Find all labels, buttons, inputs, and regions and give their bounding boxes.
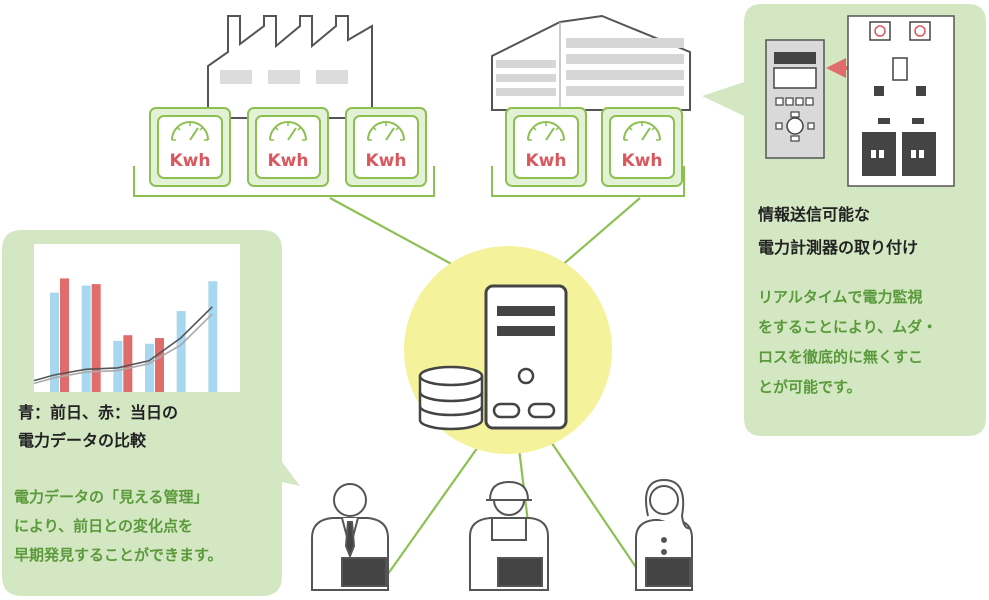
database-icon — [418, 365, 484, 431]
right-callout-desc-1: リアルタイムで電力監視 — [758, 288, 923, 306]
meter-unit-label: Kwh — [268, 151, 309, 171]
chart-bar-s1-2 — [81, 285, 91, 392]
meter-unit-label: Kwh — [170, 151, 211, 171]
meter-1: Kwh — [149, 107, 231, 187]
left-callout-desc-1: 電力データの「見える管理」 — [14, 488, 209, 506]
chart-bar-s1-6 — [208, 281, 218, 392]
chart-bar-s2-4 — [155, 338, 164, 392]
distribution-panel-icon — [847, 15, 955, 187]
right-callout-desc-3: ロスを徹底的に無くすこ — [758, 348, 924, 366]
meter-3: Kwh — [345, 107, 427, 187]
meter-unit-label: Kwh — [366, 151, 407, 171]
chart-bar-s2-3 — [123, 335, 133, 392]
line-server-pc1 — [377, 429, 491, 589]
meter-unit-label: Kwh — [622, 151, 663, 171]
right-callout-title-2: 電力計測器の取り付け — [758, 238, 919, 257]
chart-bar-s1-1 — [50, 292, 59, 392]
right-callout-desc-4: とが可能です。 — [758, 378, 862, 396]
power-meter-device — [765, 39, 825, 159]
left-callout-desc-3: 早期発見することができます。 — [14, 546, 223, 564]
left-callout-title-1: 青：前日、赤：当日の — [18, 403, 179, 422]
meter-unit-label: Kwh — [526, 151, 567, 171]
right-callout-desc-2: をすることにより、ムダ・ — [758, 318, 938, 336]
office-building-icon — [491, 14, 691, 111]
comparison-chart — [33, 278, 218, 392]
chart-bar-s1-3 — [113, 340, 123, 392]
chart-trend-line-2 — [33, 313, 213, 385]
right-callout-title-1: 情報送信可能な — [758, 205, 871, 224]
server-icon — [484, 284, 568, 430]
line-server-pc3 — [542, 429, 651, 589]
chart-bar-s1-5 — [176, 311, 186, 392]
worker-icon — [469, 480, 549, 591]
chart-trend-line-1 — [33, 306, 213, 382]
chart-bar-s1-4 — [145, 343, 154, 392]
businessman-icon — [311, 483, 389, 591]
meter-4: Kwh — [505, 107, 587, 187]
power-meters: Kwh Kwh Kwh Kwh Kwh — [149, 107, 683, 187]
meter-5: Kwh — [601, 107, 683, 187]
chart-bar-s2-1 — [60, 278, 69, 392]
factory-icon — [207, 15, 373, 119]
left-callout-desc-2: により、前日との変化点を — [14, 517, 193, 535]
meter-brackets — [133, 166, 685, 197]
chart-bar-s2-2 — [91, 284, 101, 392]
woman-icon — [635, 478, 693, 591]
meter-2: Kwh — [247, 107, 329, 187]
left-callout-title-2: 電力データの比較 — [18, 431, 147, 450]
